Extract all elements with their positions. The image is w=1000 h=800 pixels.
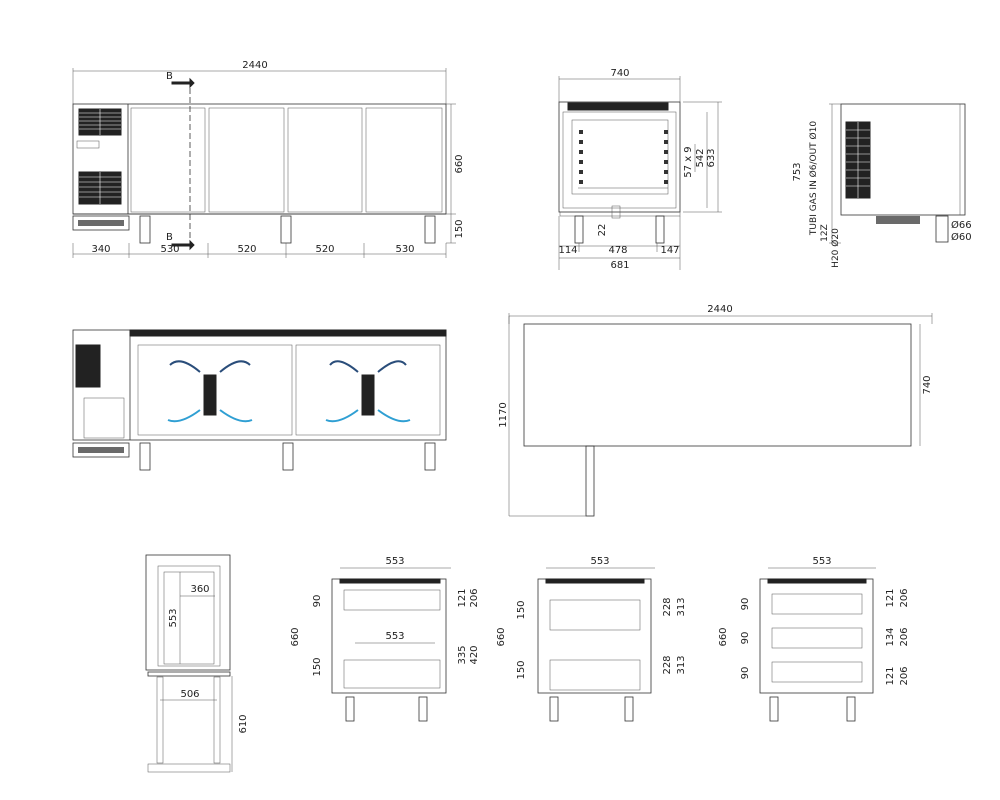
drawer2-right-4: 313 [676, 655, 687, 674]
drawer1-height: 660 [290, 627, 301, 646]
drawer3-top-width: 553 [812, 556, 831, 567]
side-total: 681 [610, 260, 629, 271]
drawer2-height: 660 [496, 627, 507, 646]
section-base-height: 610 [238, 714, 249, 733]
rear-dia-60: Ø60 [951, 231, 972, 243]
drawer3-right-6: 206 [899, 666, 910, 685]
plan-depth: 740 [922, 375, 933, 394]
side-depth: 740 [610, 68, 629, 79]
rear-height: 753 [792, 162, 803, 181]
side-dim-57x9: 57 x 9 [683, 146, 694, 177]
drawer-view-3: 553 660 90 90 90 121 206 134 206 121 206 [718, 556, 910, 722]
drawer1-left-1: 90 [312, 595, 323, 608]
section-inner-height: 553 [168, 608, 179, 627]
front-segment-5: 530 [395, 244, 414, 255]
drawer3-right-5: 121 [885, 666, 896, 685]
drawer1-left-2: 150 [312, 657, 323, 676]
drawer-view-1: 553 553 660 90 150 121 206 335 420 [290, 556, 480, 722]
section-base-width: 506 [180, 689, 199, 700]
plan-overall: 1170 [498, 402, 509, 427]
front-view: 2440 B B [72, 60, 465, 258]
plan-width: 2440 [707, 304, 732, 315]
side-leg-note: 22 [597, 224, 608, 237]
drawer1-mid-label: 553 [385, 631, 404, 642]
front-segment-3: 520 [237, 244, 256, 255]
side-seg-114: 114 [558, 245, 577, 256]
drawer3-right-2: 206 [899, 588, 910, 607]
drawer3-left-2: 90 [740, 632, 751, 645]
drawer3-left-1: 90 [740, 598, 751, 611]
side-dim-542: 542 [695, 148, 706, 167]
rear-view: 753 TUBI GAS IN Ø6/OUT Ø10 H20 Ø20 12Z Ø… [792, 103, 972, 268]
rear-pipe-label-3: 12Z [820, 224, 830, 242]
drawer3-right-4: 206 [899, 627, 910, 646]
section-marker-top: B [166, 71, 173, 82]
side-seg-478: 478 [608, 245, 627, 256]
front-total-width: 2440 [242, 60, 267, 71]
side-seg-147: 147 [660, 245, 679, 256]
drawer3-height: 660 [718, 627, 729, 646]
side-view: 740 633 542 57 x 9 22 [558, 68, 722, 271]
drawer3-right-3: 134 [885, 627, 896, 646]
front-segment-1: 340 [91, 244, 110, 255]
drawer2-right-1: 228 [662, 597, 673, 616]
drawer1-right-2: 206 [469, 588, 480, 607]
drawer2-right-2: 313 [676, 597, 687, 616]
section-view: 360 553 506 610 [145, 554, 249, 773]
interior-view [72, 329, 447, 471]
rear-dia-66: Ø66 [951, 219, 972, 231]
plan-view: 2440 740 1170 [498, 304, 933, 517]
drawer2-right-3: 228 [662, 655, 673, 674]
drawer2-top-width: 553 [590, 556, 609, 567]
front-height: 660 [454, 154, 465, 173]
drawer1-right-3: 335 [457, 645, 468, 664]
front-segment-4: 520 [315, 244, 334, 255]
rear-pipe-label-1: TUBI GAS IN Ø6/OUT Ø10 [808, 121, 819, 236]
drawer-view-2: 553 660 150 150 228 313 228 313 [496, 556, 687, 722]
drawer2-left-1: 150 [516, 600, 527, 619]
side-dim-633: 633 [706, 148, 717, 167]
front-leg-height: 150 [454, 219, 465, 238]
rear-pipe-label-2: H20 Ø20 [830, 228, 841, 268]
drawer1-right-1: 121 [457, 588, 468, 607]
front-segment-2: 530 [160, 244, 179, 255]
drawer1-right-4: 420 [469, 645, 480, 664]
section-inner-width: 360 [190, 584, 209, 595]
drawer3-right-1: 121 [885, 588, 896, 607]
drawer3-left-3: 90 [740, 667, 751, 680]
section-marker-bottom: B [166, 232, 173, 243]
drawer1-top-width: 553 [385, 556, 404, 567]
drawer2-left-2: 150 [516, 660, 527, 679]
